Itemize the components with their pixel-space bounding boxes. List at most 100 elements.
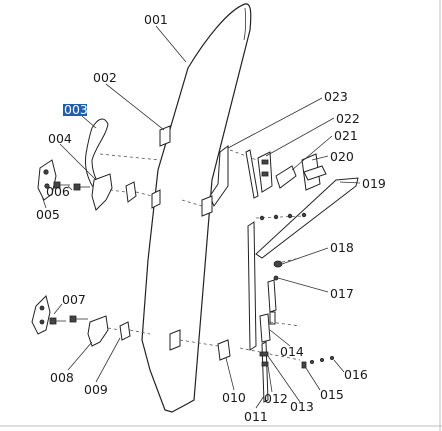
washer bbox=[319, 357, 324, 362]
bolt-lower-left[interactable] bbox=[69, 315, 88, 323]
leader-012 bbox=[267, 365, 273, 393]
door-frame-bar[interactable] bbox=[247, 221, 257, 351]
label-022[interactable]: 022 bbox=[336, 111, 360, 126]
rivet bbox=[287, 213, 293, 219]
hinge-body-upper-right-slot bbox=[261, 171, 269, 177]
label-008[interactable]: 008 bbox=[50, 370, 74, 385]
bracket-lower-left[interactable] bbox=[87, 315, 109, 347]
leader-020 bbox=[311, 155, 329, 161]
label-012[interactable]: 012 bbox=[264, 391, 288, 406]
pad-upper-left[interactable] bbox=[125, 181, 137, 203]
glass-clip-upper[interactable] bbox=[159, 125, 171, 147]
label-009[interactable]: 009 bbox=[84, 382, 108, 397]
hinge-body-upper-right-slot bbox=[261, 159, 269, 165]
leader-021 bbox=[291, 135, 333, 171]
leader-008 bbox=[67, 341, 93, 371]
label-003[interactable]: 003 bbox=[64, 102, 88, 117]
glass-edge-highlight bbox=[243, 7, 247, 41]
assembly-line bbox=[179, 339, 219, 347]
label-005[interactable]: 005 bbox=[36, 207, 60, 222]
bracket-upper-left[interactable] bbox=[91, 173, 113, 211]
leader-004 bbox=[59, 143, 97, 181]
ball-stud[interactable] bbox=[273, 260, 283, 268]
label-011[interactable]: 011 bbox=[244, 409, 268, 424]
bolt-upper-left[interactable] bbox=[73, 183, 90, 191]
leader-022 bbox=[265, 117, 335, 157]
leader-015 bbox=[305, 367, 321, 391]
label-016[interactable]: 016 bbox=[344, 367, 368, 382]
washer bbox=[309, 359, 314, 364]
bolt-upper-left[interactable] bbox=[53, 181, 70, 189]
leader-010 bbox=[225, 357, 235, 391]
label-007[interactable]: 007 bbox=[62, 292, 86, 307]
leader-016 bbox=[333, 359, 345, 373]
bolt-lower-left[interactable] bbox=[49, 317, 66, 325]
leader-001 bbox=[155, 25, 187, 63]
leader-009 bbox=[95, 337, 121, 383]
pin-rod-upper[interactable] bbox=[245, 149, 259, 199]
leader-019 bbox=[339, 181, 361, 184]
gas-strut[interactable] bbox=[267, 279, 277, 313]
pin-shaft-collar bbox=[261, 361, 269, 367]
label-017[interactable]: 017 bbox=[330, 286, 354, 301]
leader-013 bbox=[267, 355, 301, 403]
hinge-plate-lower-left-hole bbox=[39, 319, 45, 325]
assembly-line bbox=[107, 327, 121, 331]
leader-017 bbox=[277, 277, 329, 293]
label-015[interactable]: 015 bbox=[320, 387, 344, 402]
assembly-line bbox=[99, 153, 161, 161]
handle-part[interactable] bbox=[85, 118, 109, 191]
glass-panel[interactable] bbox=[141, 3, 252, 413]
gas-strut-end bbox=[273, 275, 279, 281]
pin-shaft-collar bbox=[259, 351, 269, 357]
label-004[interactable]: 004 bbox=[48, 131, 72, 146]
label-002[interactable]: 002 bbox=[93, 70, 117, 85]
leader-003 bbox=[81, 115, 97, 129]
label-013[interactable]: 013 bbox=[290, 399, 314, 414]
label-019[interactable]: 019 bbox=[362, 176, 386, 191]
glass-clip-lower[interactable] bbox=[169, 329, 181, 351]
rivet bbox=[273, 214, 279, 220]
label-018[interactable]: 018 bbox=[330, 240, 354, 255]
hinge-plate-upper-left[interactable] bbox=[37, 159, 57, 201]
assembly-line bbox=[135, 191, 153, 197]
leader-007 bbox=[53, 303, 63, 315]
assembly-line bbox=[109, 189, 127, 193]
hinge-arm-right[interactable] bbox=[303, 165, 327, 181]
rivet bbox=[259, 215, 265, 221]
label-010[interactable]: 010 bbox=[222, 390, 246, 405]
label-014[interactable]: 014 bbox=[280, 344, 304, 359]
glass-clip-mid[interactable] bbox=[151, 189, 161, 209]
leader-018 bbox=[281, 247, 329, 265]
nut[interactable] bbox=[301, 361, 307, 369]
leader-006 bbox=[67, 185, 73, 191]
latch-plate[interactable] bbox=[275, 165, 297, 189]
hinge-plate-upper-right[interactable] bbox=[209, 145, 229, 208]
washer bbox=[329, 355, 334, 360]
label-003-highlight bbox=[63, 104, 87, 116]
leader-023 bbox=[227, 97, 323, 149]
leader-002 bbox=[105, 83, 165, 131]
hinge-plate-upper-left-hole bbox=[43, 169, 49, 175]
pad-upper-right[interactable] bbox=[201, 195, 213, 217]
pin-shaft[interactable] bbox=[261, 341, 269, 403]
hinge-plate-lower-left[interactable] bbox=[31, 295, 51, 335]
label-020[interactable]: 020 bbox=[330, 149, 354, 164]
hinge-barrel[interactable] bbox=[259, 313, 271, 343]
rivet bbox=[301, 212, 307, 218]
label-001[interactable]: 001 bbox=[144, 12, 168, 27]
leader-005 bbox=[41, 195, 47, 209]
door-arm[interactable] bbox=[255, 177, 359, 259]
hinge-plate-upper-left-hole bbox=[44, 183, 50, 189]
label-023[interactable]: 023 bbox=[324, 89, 348, 104]
bottom-pad[interactable] bbox=[217, 339, 231, 361]
pad-lower-left[interactable] bbox=[119, 321, 131, 341]
leader-014 bbox=[269, 329, 291, 347]
assembly-line bbox=[269, 321, 301, 327]
hinge-plate-lower-left-hole bbox=[39, 305, 45, 311]
assembly-line bbox=[239, 347, 301, 361]
label-006[interactable]: 006 bbox=[46, 184, 70, 199]
label-021[interactable]: 021 bbox=[334, 128, 358, 143]
